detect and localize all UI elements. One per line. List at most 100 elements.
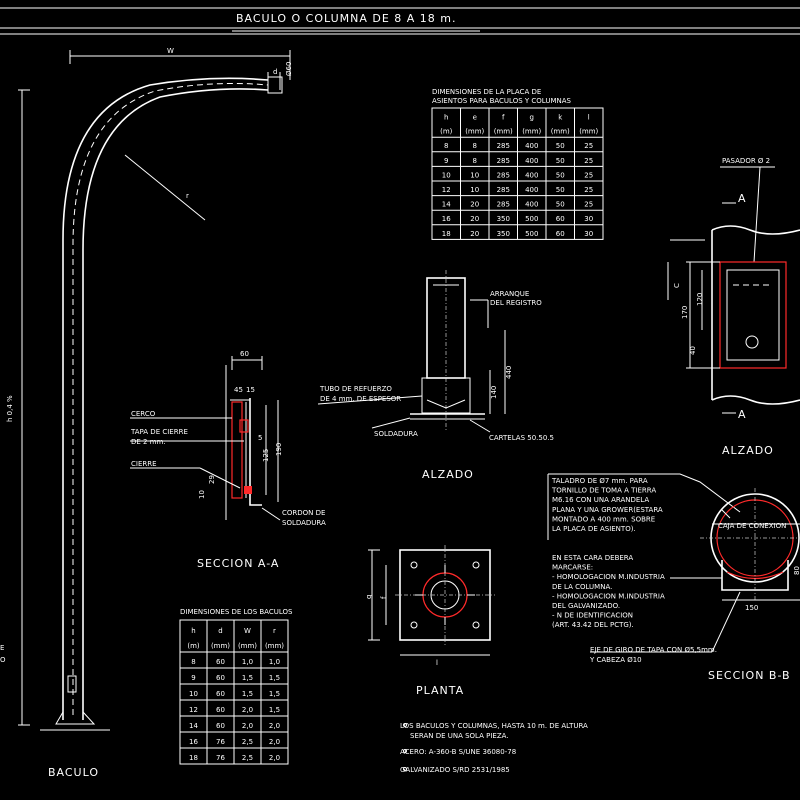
label-caja: CAJA DE CONEXION <box>718 522 786 530</box>
seccion-aa-name: SECCION A-A <box>197 557 279 570</box>
dim-40: 40 <box>689 346 697 355</box>
label-arranque-1: ARRANQUE <box>490 290 529 298</box>
table-cell: 60 <box>216 690 225 698</box>
dim-150: 150 <box>745 604 758 612</box>
table-header-cell: r <box>273 627 276 635</box>
dim-140: 140 <box>490 386 498 399</box>
table-cell: 16 <box>442 215 451 223</box>
planta-dim-f: f <box>380 596 388 599</box>
drawing-title: BACULO O COLUMNA DE 8 A 18 m. <box>236 12 457 25</box>
table-cell: 50 <box>556 157 565 165</box>
dim-5: 5 <box>258 434 262 442</box>
note-line: M6.16 CON UNA ARANDELA <box>552 496 649 504</box>
label-tapa-1: TAPA DE CIERRE <box>130 428 188 436</box>
table-cell: 9 <box>191 674 195 682</box>
table-cell: 285 <box>497 171 510 179</box>
table-cell: 9 <box>444 157 448 165</box>
table-cell: 10 <box>189 690 198 698</box>
label-eje-2: Y CABEZA Ø10 <box>589 656 642 664</box>
table-header-cell: e <box>473 114 477 122</box>
label-pasador: PASADOR Ø 2 <box>722 157 770 165</box>
table-cell: 20 <box>470 215 479 223</box>
table-cell: 60 <box>556 230 565 238</box>
note-3: GALVANIZADO S/RD 2531/1985 <box>400 766 510 774</box>
dim-15: 15 <box>246 386 255 394</box>
planta-name: PLANTA <box>416 684 464 697</box>
table-cell: 18 <box>189 754 198 762</box>
alzado-base: 440 140 ARRANQUE DEL REGISTRO TUBO DE RE… <box>317 270 554 481</box>
table-cell: 18 <box>442 230 451 238</box>
table-cell: 12 <box>189 706 198 714</box>
label-cerco: CERCO <box>131 410 156 418</box>
table-header-cell: l <box>588 114 590 122</box>
seccion-aa: 60 45 15 5 125 190 10 29 CERCO TAPA DE C… <box>130 350 326 570</box>
dim-170: 170 <box>681 306 689 319</box>
note-line: DE LA COLUMNA. <box>552 583 612 591</box>
alzado-registro: PASADOR Ø 2 A A 170 120 40 C ALZADO <box>667 157 800 457</box>
table-cell: 14 <box>189 722 198 730</box>
table-header-cell: g <box>530 114 534 122</box>
table-unit-cell: (mm) <box>211 642 230 650</box>
table-unit-cell: (mm) <box>522 128 541 136</box>
label-d60: Ø60 <box>285 62 293 76</box>
table-cell: 285 <box>497 142 510 150</box>
table-cell: 10 <box>470 171 479 179</box>
note-line: EN ESTA CARA DEBERA <box>552 554 633 562</box>
note-line: - N DE IDENTIFICACION <box>552 612 633 620</box>
planta-dim-g: g <box>365 595 373 599</box>
table-cell: 8 <box>473 142 477 150</box>
table-header-cell: d <box>218 627 222 635</box>
table-cell: 25 <box>584 201 593 209</box>
label-soldadura: SOLDADURA <box>374 430 418 438</box>
placa-table: DIMENSIONES DE LA PLACA DE ASIENTOS PARA… <box>431 88 604 240</box>
label-tubo-1: TUBO DE REFUERZO <box>319 385 392 393</box>
table-cell: 20 <box>470 201 479 209</box>
baculos-table: DIMENSIONES DE LOS BACULOS h(m)d(mm)W(mm… <box>179 608 293 765</box>
table-cell: 350 <box>497 215 510 223</box>
note-line: MONTADO A 400 mm. SOBRE <box>552 515 655 523</box>
table-cell: 400 <box>525 142 538 150</box>
note-line: - HOMOLOGACION M.INDUSTRIA <box>552 592 665 600</box>
table-cell: 8 <box>473 157 477 165</box>
table-cell: 60 <box>216 674 225 682</box>
dim-190: 190 <box>275 443 283 456</box>
label-r: r <box>186 192 189 200</box>
label-cartelas: CARTELAS 50.50.5 <box>489 434 554 442</box>
table-cell: 50 <box>556 171 565 179</box>
alzado-base-name: ALZADO <box>422 468 474 481</box>
table-cell: 76 <box>216 738 225 746</box>
label-h: h 0,4 % <box>6 395 14 422</box>
label-cordon-2: SOLDADURA <box>282 519 326 527</box>
label-tubo-2: DE 4 mm. DE ESPESOR <box>320 395 401 403</box>
seccion-bb-name: SECCION B-B <box>708 669 791 682</box>
table-cell: 60 <box>556 215 565 223</box>
note-1: LOS BACULOS Y COLUMNAS, HASTA 10 m. DE A… <box>400 722 588 730</box>
table-cell: 50 <box>556 186 565 194</box>
table-cell: 30 <box>584 215 593 223</box>
table-cell: 2,5 <box>242 738 253 746</box>
note-1b: SERAN DE UNA SOLA PIEZA. <box>410 732 509 740</box>
table-cell: 1,5 <box>269 690 280 698</box>
label-a-top: A <box>738 192 747 205</box>
table-cell: 25 <box>584 142 593 150</box>
dim-45: 45 <box>234 386 243 394</box>
table-unit-cell: (mm) <box>579 128 598 136</box>
table-header-cell: f <box>502 114 505 122</box>
note-line: MARCARSE: <box>552 564 593 572</box>
baculo-elevation: W d Ø60 r h 0,4 % E O BACULO <box>0 47 293 779</box>
table-cell: 285 <box>497 201 510 209</box>
table-cell: 50 <box>556 201 565 209</box>
dim-80: 80 <box>793 566 800 575</box>
label-w: W <box>167 47 174 55</box>
placa-caption-1: DIMENSIONES DE LA PLACA DE <box>432 88 541 96</box>
table-cell: 1,5 <box>242 690 253 698</box>
note-line: - HOMOLOGACION M.INDUSTRIA <box>552 573 665 581</box>
table-cell: 8 <box>444 142 448 150</box>
baculos-caption: DIMENSIONES DE LOS BACULOS <box>180 608 293 616</box>
label-o: O <box>0 656 6 664</box>
table-cell: 285 <box>497 157 510 165</box>
table-cell: 60 <box>216 658 225 666</box>
general-notes: LOS BACULOS Y COLUMNAS, HASTA 10 m. DE A… <box>400 722 588 774</box>
note-line: TALADRO DE Ø7 mm. PARA <box>551 477 648 485</box>
